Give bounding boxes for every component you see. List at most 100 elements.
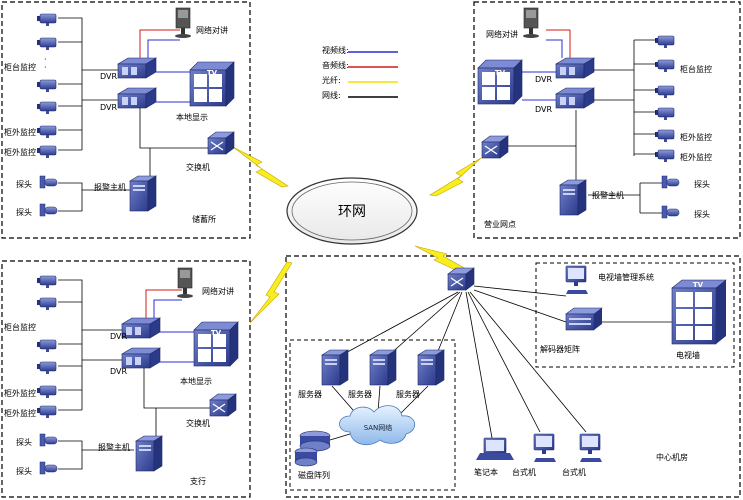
label-outside-monitor: 柜外监控 [4,127,36,137]
core-switch-icon [447,267,475,291]
camera-icon [654,59,675,73]
decoder-matrix-icon [565,307,603,331]
label-counter-monitor: 柜台监控 [680,64,712,74]
fiber-links [232,146,482,324]
site-storage: · · 柜台监控 柜外监控 柜外监控 探头 探头 网络对讲 DVR DVR TV [4,7,235,224]
camera-icon [36,125,57,139]
camera-icon [654,107,675,121]
dvr-icon [117,87,157,109]
ring-label: 环网 [338,204,366,220]
label-server: 服务器 [348,389,372,399]
intercom-icon [174,7,192,39]
camera-icon [654,149,675,163]
label-alarm-host: 报警主机 [98,442,130,452]
legend-audio: 音频线: [322,60,349,70]
camera-icon [36,405,57,419]
label-switch: 交换机 [186,162,210,172]
label-probe: 探头 [694,209,710,219]
label-laptop: 笔记本 [474,467,498,477]
probe-icon [39,203,58,217]
label-intercom: 网络对讲 [196,25,228,35]
label-outside-monitor: 柜外监控 [4,408,36,418]
camera-icon [654,129,675,143]
ellipsis: · [44,63,47,72]
label-dvr: DVR [535,105,552,114]
label-outside-monitor: 柜外监控 [680,132,712,142]
camera-icon [36,385,57,399]
label-probe: 探头 [16,207,32,217]
desktop-icon [579,433,603,463]
label-probe: 探头 [694,179,710,189]
desktop-icon [565,265,589,295]
label-outside-monitor: 柜外监控 [4,147,36,157]
label-intercom: 网络对讲 [486,29,518,39]
dvr-icon [121,347,161,369]
ellipsis: · [44,55,47,64]
legend: 视频线: 音频线: 光纤: 网线: [322,45,398,100]
switch-icon [481,135,509,159]
dvr-icon [555,87,595,109]
label-dvr: DVR [110,367,127,376]
tv-badge: TV [495,69,506,77]
camera-icon [36,13,57,27]
label-decoder-matrix: 解码器矩阵 [540,344,580,354]
desktop-icon [533,433,557,463]
label-outside-monitor: 柜外监控 [680,152,712,162]
probe-icon [39,461,58,475]
camera-icon [36,297,57,311]
tv-badge: TV [211,329,222,337]
label-counter-monitor: 柜台监控 [4,62,36,72]
label-desktop: 台式机 [512,467,536,477]
camera-icon [36,79,57,93]
camera-icon [654,35,675,49]
label-dvr: DVR [110,332,127,341]
server-icon [369,349,397,386]
dvr-icon [117,57,157,79]
alarm-host-icon [129,175,157,212]
legend-fiber: 光纤: [322,75,341,85]
camera-icon [36,339,57,353]
dvr-icon [555,57,595,79]
server-icon [417,349,445,386]
site-name: 支行 [190,476,206,486]
label-local-display: 本地显示 [176,112,208,122]
legend-lan: 网线: [322,90,341,100]
tv-wall-icon [671,279,727,345]
label-switch: 交换机 [186,418,210,428]
label-desktop: 台式机 [562,467,586,477]
label-outside-monitor: 柜外监控 [4,388,36,398]
probe-icon [39,175,58,189]
site-name: 中心机房 [656,452,688,462]
probe-icon [661,205,680,219]
camera-icon [654,85,675,99]
switch-icon [207,131,235,155]
laptop-icon [476,437,514,460]
intercom-icon [522,7,540,39]
camera-icon [36,275,57,289]
label-disk-array: 磁盘阵列 [298,470,330,480]
camera-icon [36,37,57,51]
label-local-display: 本地显示 [180,376,212,386]
switch-icon [209,393,237,417]
label-intercom: 网络对讲 [202,286,234,296]
label-san: SAN网络 [364,423,393,432]
site-business: 网络对讲 TV DVR DVR 柜台监控 柜外监控 柜外监控 探头 探头 [477,7,712,229]
probe-icon [661,175,680,189]
label-counter-monitor: 柜台监控 [4,322,36,332]
label-alarm-host: 报警主机 [592,190,624,200]
label-probe: 探头 [16,179,32,189]
ring-network: 环网 [286,177,418,245]
tv-icon [477,59,523,105]
camera-icon [36,101,57,115]
site-center: 电视墙管理系统 解码器矩阵 TV 电视墙 服务器 服务器 [294,265,727,480]
camera-icon [36,145,57,159]
label-tvwall-mgmt: 电视墙管理系统 [598,272,654,282]
alarm-host-icon [135,435,163,472]
camera-icon [36,361,57,375]
san-cloud-icon [339,405,415,446]
label-probe: 探头 [16,437,32,447]
label-server: 服务器 [396,389,420,399]
label-dvr: DVR [100,103,117,112]
server-icon [321,349,349,386]
